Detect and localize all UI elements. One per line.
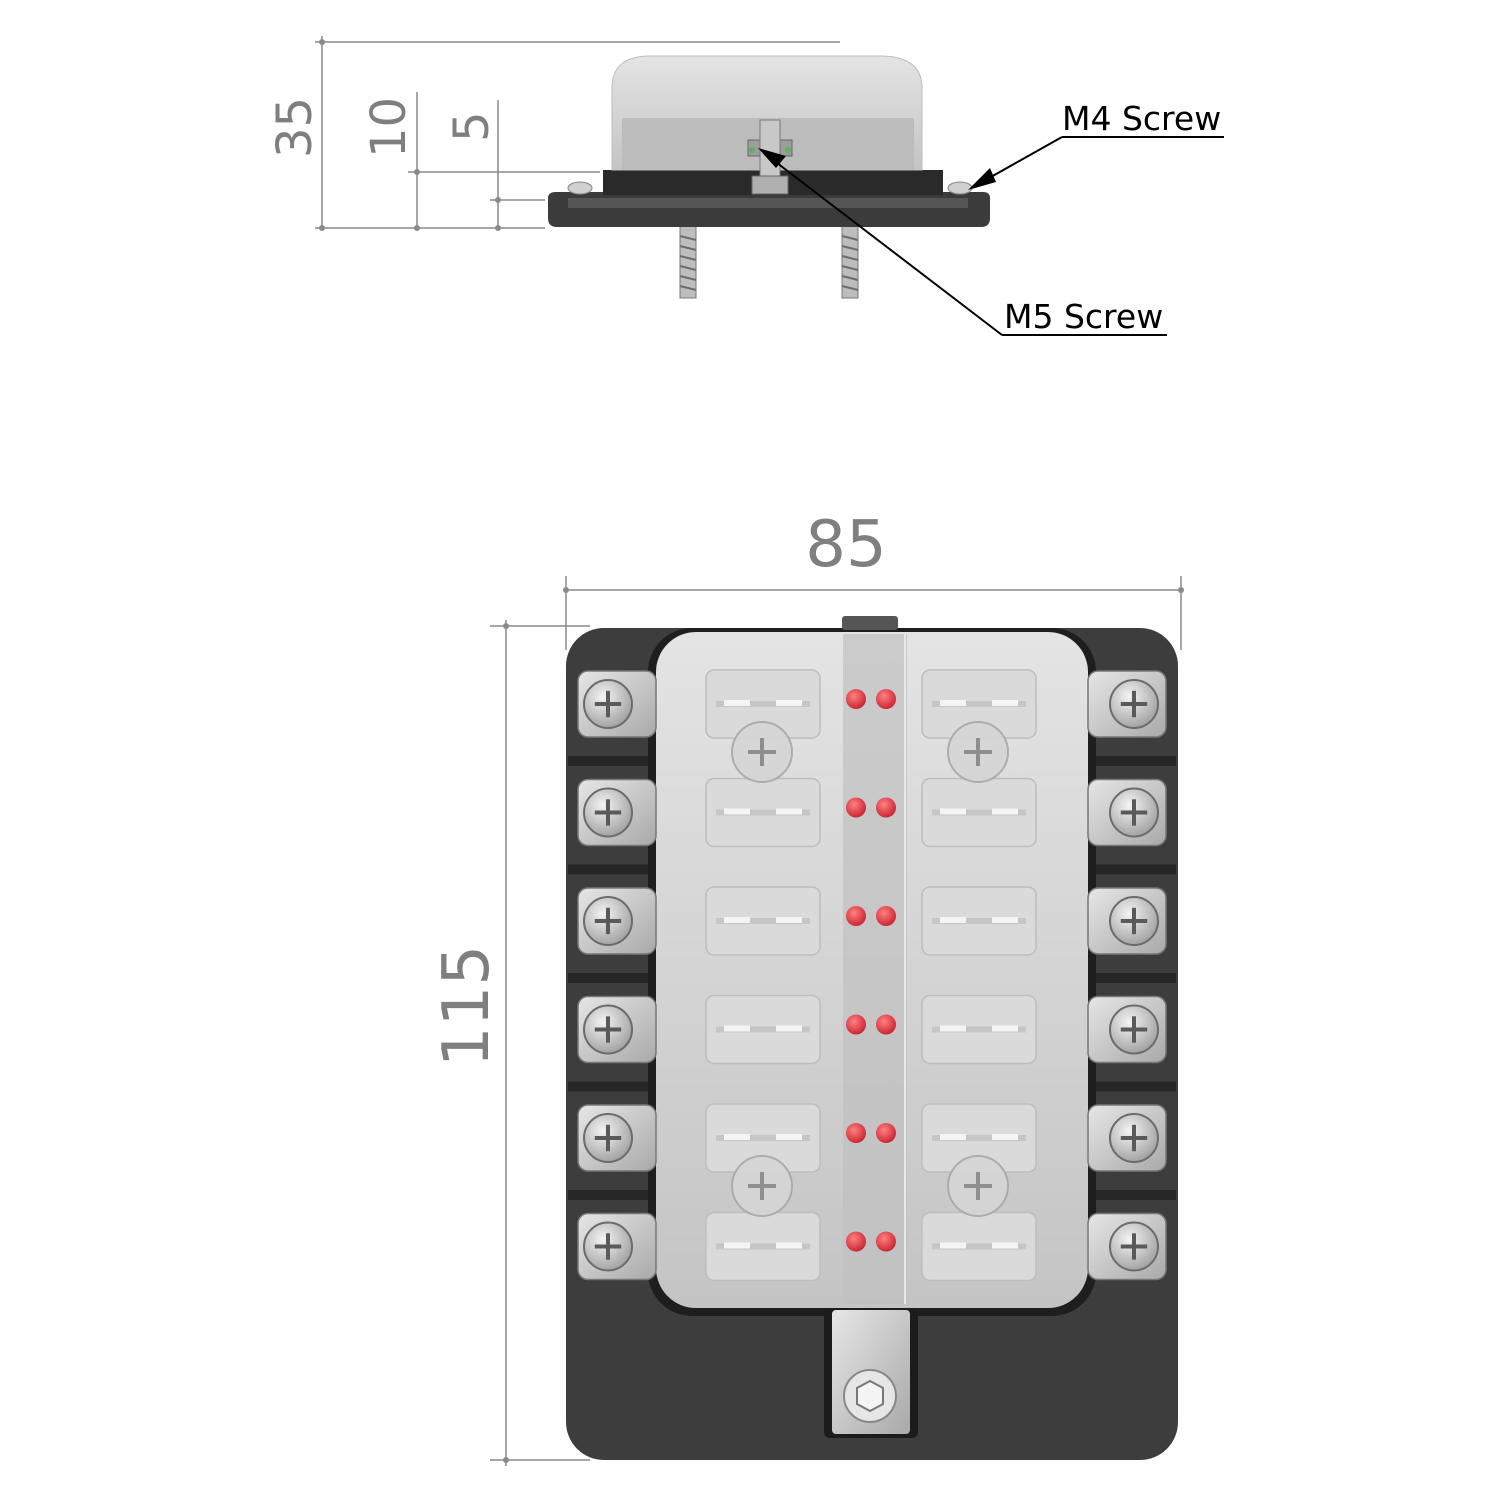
led-icon [846, 689, 866, 709]
fuse-slot [705, 777, 821, 848]
led-icon [876, 1123, 896, 1143]
terminal-right [1087, 995, 1167, 1064]
groove-left [568, 1190, 656, 1200]
m5-screw-label: M5 Screw [1004, 297, 1163, 336]
led-icon [846, 906, 866, 926]
groove-right [1088, 1190, 1176, 1200]
callout-leaders [763, 136, 1224, 336]
terminal-right [1087, 778, 1167, 847]
led-icon [876, 689, 896, 709]
side-m4-screw-right [947, 181, 973, 195]
dim-5: 5 [444, 111, 500, 142]
terminals [577, 670, 1167, 1281]
led-icon [846, 1014, 866, 1035]
side-mount-screw-left [679, 225, 697, 299]
terminal-left [577, 1212, 657, 1281]
terminal-grooves [568, 756, 1176, 1200]
terminal-screw-icon [1109, 896, 1159, 946]
led-icon [846, 1123, 866, 1143]
terminal-screw-icon [1109, 679, 1159, 729]
terminal-right [1087, 1212, 1167, 1281]
fuse-slot [705, 669, 821, 739]
side-dimension-ticks [319, 39, 501, 231]
side-base-edge [568, 198, 968, 208]
groove-right [1088, 973, 1176, 983]
groove-left [568, 1081, 656, 1092]
groove-left [568, 973, 656, 983]
terminal-right [1087, 1104, 1167, 1172]
terminal-left [577, 887, 657, 955]
ground-bus-bar [824, 1308, 918, 1438]
fuse-slot [705, 886, 821, 956]
groove-left [568, 864, 656, 875]
top-dimension-ticks [503, 587, 1184, 1463]
side-base-plate [548, 192, 990, 227]
led-icon [846, 1231, 866, 1252]
terminal-screw-icon [583, 896, 633, 946]
side-mount-screw-right [841, 225, 859, 299]
cover-screw [947, 1155, 1009, 1217]
fuse-slot [705, 1211, 821, 1282]
side-view: 35 10 5 [267, 36, 1224, 336]
side-m5-stud [747, 119, 793, 195]
led-icon [876, 797, 896, 818]
cover-screws [731, 721, 1009, 1217]
terminal-left [577, 1104, 657, 1172]
fuse-slot [705, 1103, 821, 1173]
m4-screw-label: M4 Screw [1062, 99, 1221, 138]
terminal-left [577, 778, 657, 847]
cover-center-rib [843, 634, 907, 1304]
fuse-slot [921, 994, 1037, 1065]
fuse-slot [921, 1103, 1037, 1173]
led-icon [876, 906, 896, 926]
groove-right [1088, 1081, 1176, 1092]
terminal-screw-icon [1109, 1221, 1159, 1272]
terminal-right [1087, 670, 1167, 738]
dim-85: 85 [805, 508, 886, 582]
m4-arrow-icon [968, 168, 996, 190]
terminal-screw-icon [583, 787, 633, 838]
cover-screw [731, 1155, 793, 1217]
fuse-slot [921, 777, 1037, 848]
ground-hex-icon [856, 1379, 884, 1413]
terminal-screw-icon [583, 1113, 633, 1163]
cover-latch [842, 616, 898, 630]
fuse-slot [921, 669, 1037, 739]
terminal-left [577, 670, 657, 738]
side-m4-screw-left [567, 181, 593, 195]
terminal-left [577, 995, 657, 1064]
dim-115: 115 [430, 945, 504, 1067]
terminal-screw-icon [1109, 1113, 1159, 1163]
fuse-slot [705, 994, 821, 1065]
fuse-slot [921, 886, 1037, 956]
terminal-right [1087, 887, 1167, 955]
terminal-screw-icon [583, 679, 633, 729]
m5-arrow-icon [758, 148, 786, 168]
led-icon [876, 1014, 896, 1035]
cover-screw [731, 721, 793, 783]
groove-right [1088, 864, 1176, 875]
side-dimension-lines [315, 36, 840, 230]
terminal-screw-icon [583, 1221, 633, 1272]
terminal-screw-icon [1109, 1004, 1159, 1055]
dim-35: 35 [267, 97, 323, 158]
fuse-slots [705, 669, 1037, 1282]
dim-10: 10 [361, 97, 417, 158]
groove-right [1088, 756, 1176, 766]
indicator-leds [846, 689, 896, 1252]
cover-screw [947, 721, 1009, 783]
led-icon [846, 797, 866, 818]
terminal-screw-icon [583, 1004, 633, 1055]
fuse-slot [921, 1211, 1037, 1282]
groove-left [568, 756, 656, 766]
top-view: 85 115 [430, 508, 1184, 1466]
led-icon [876, 1231, 896, 1252]
terminal-screw-icon [1109, 787, 1159, 838]
